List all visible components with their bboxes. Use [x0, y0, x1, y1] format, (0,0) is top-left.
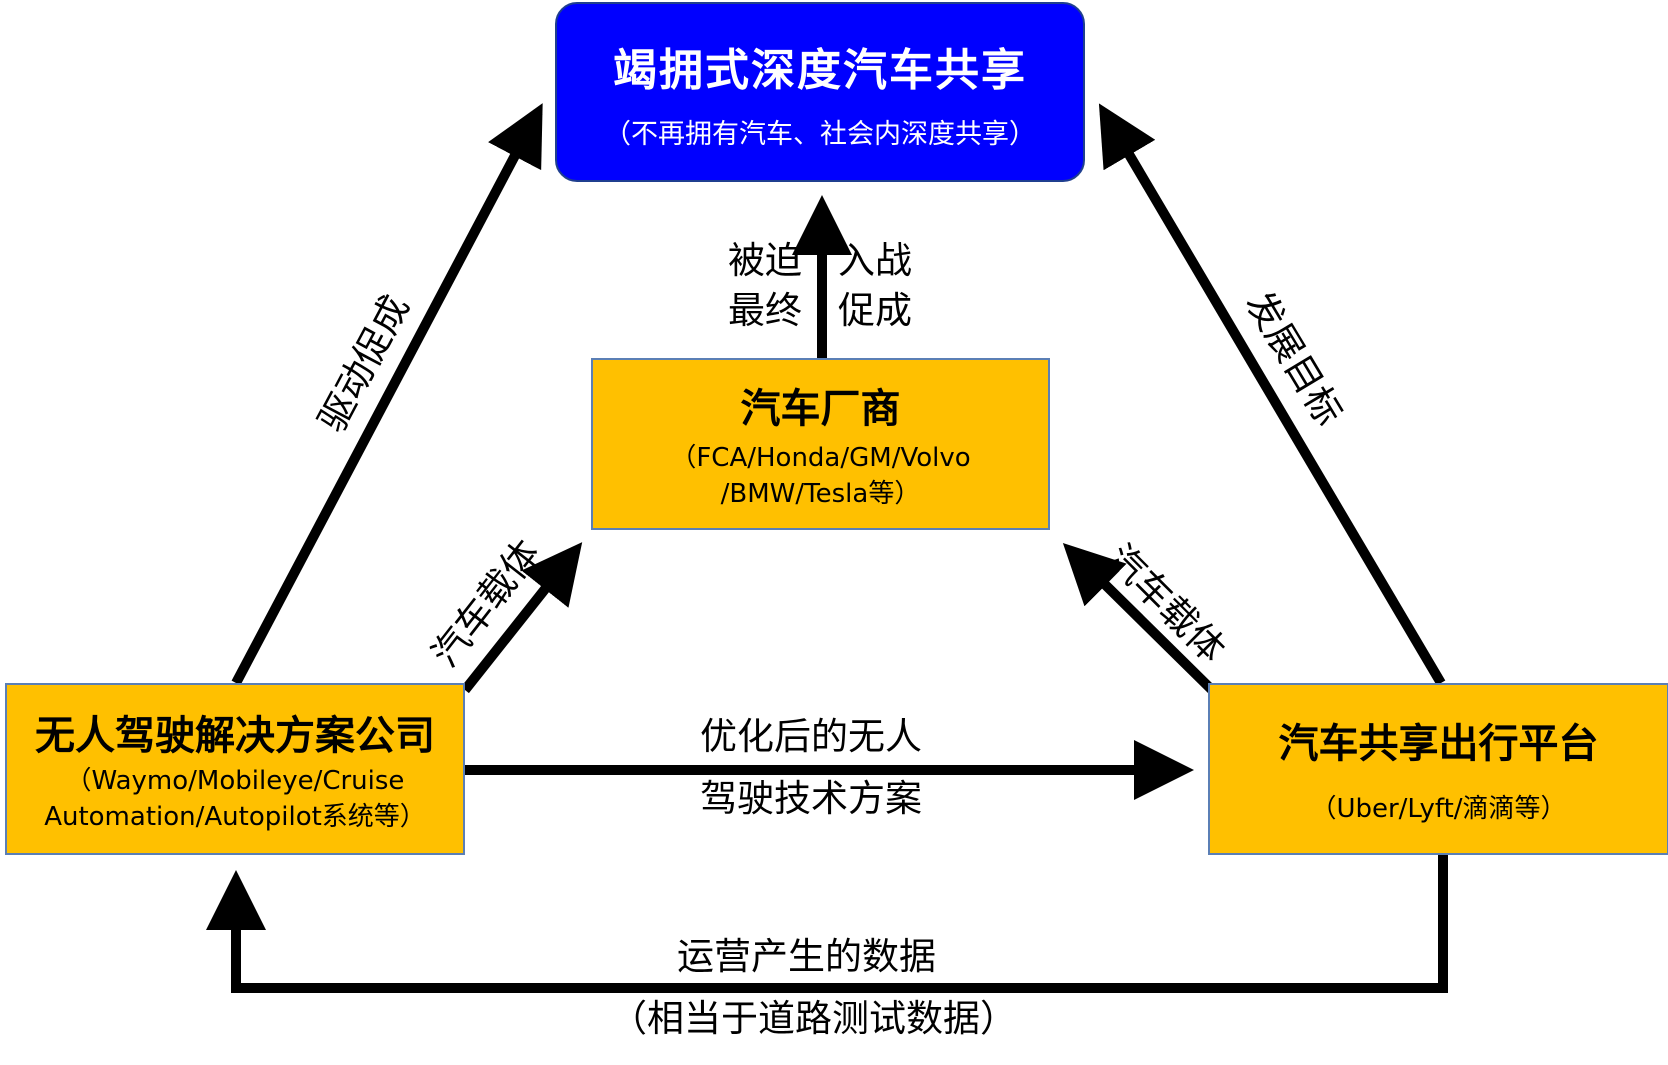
arrow-left-to-mid	[461, 542, 583, 694]
automaker-subtitle-line1: （FCA/Honda/GM/Volvo	[670, 443, 971, 473]
autonomous-driving-subtitle-line1: （Waymo/Mobileye/Cruise	[65, 766, 405, 796]
label-mid-to-top-right-1: 入战	[838, 239, 912, 282]
goal-box: 竭拥式深度汽车共享 （不再拥有汽车、社会内深度共享）	[555, 2, 1085, 182]
label-mid-to-top-left-2: 最终	[728, 289, 802, 332]
arrow-right-to-mid	[1062, 542, 1216, 694]
goal-title: 竭拥式深度汽车共享	[613, 44, 1027, 96]
automaker-box: 汽车厂商 （FCA/Honda/GM/Volvo /BMW/Tesla等）	[591, 358, 1050, 530]
ride-sharing-box: 汽车共享出行平台 （Uber/Lyft/滴滴等）	[1208, 683, 1668, 855]
ride-sharing-subtitle: （Uber/Lyft/滴滴等）	[1310, 794, 1567, 824]
label-mid-to-top-right-2: 促成	[838, 289, 912, 332]
autonomous-driving-box: 无人驾驶解决方案公司 （Waymo/Mobileye/Cruise Automa…	[5, 683, 465, 855]
label-left-to-right-1: 优化后的无人	[700, 715, 922, 758]
automaker-subtitle-line2: /BMW/Tesla等）	[720, 479, 921, 509]
goal-subtitle: （不再拥有汽车、社会内深度共享）	[604, 118, 1036, 150]
autonomous-driving-title: 无人驾驶解决方案公司	[35, 713, 435, 759]
arrow-right-to-left-loop	[206, 855, 1448, 993]
label-left-to-right-2: 驾驶技术方案	[700, 777, 922, 820]
arrow-right-to-top	[1098, 103, 1446, 686]
arrow-left-to-top	[231, 103, 543, 686]
autonomous-driving-subtitle-line2: Automation/Autopilot系统等）	[44, 802, 426, 832]
automaker-title: 汽车厂商	[740, 386, 901, 432]
label-right-to-left-1: 运营产生的数据	[677, 935, 936, 978]
ride-sharing-title: 汽车共享出行平台	[1278, 721, 1599, 767]
label-right-to-left-2: （相当于道路测试数据）	[610, 997, 1017, 1040]
label-mid-to-top-left-1: 被迫	[728, 239, 802, 282]
